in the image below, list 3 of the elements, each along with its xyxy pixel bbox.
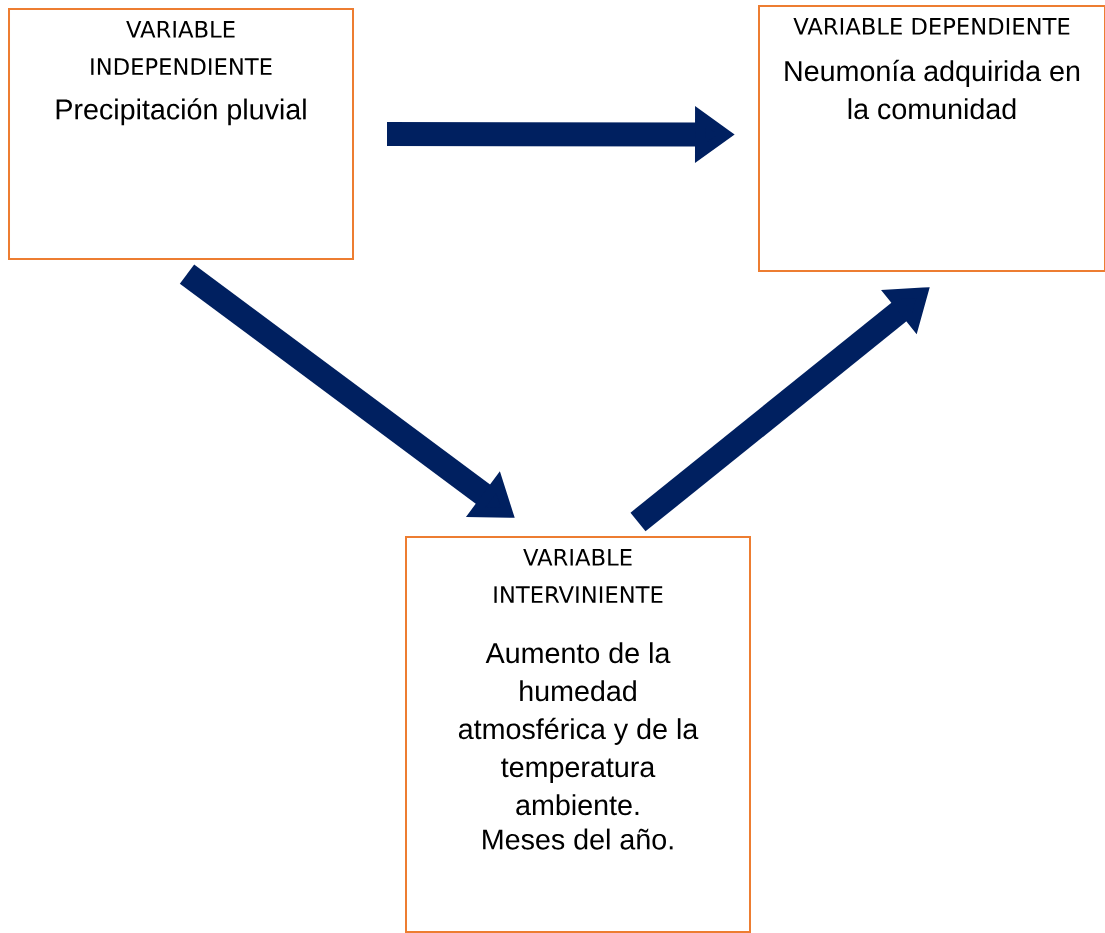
variable-box: VARIABLE INDEPENDIENTE Precipitación pluvial (8, 8, 354, 260)
variable-box: VARIABLE DEPENDIENTE Neumonía adquirida en la comunidad (758, 5, 1105, 272)
variable-box: VARIABLE INTERVINIENTE Aumento de la humedad atmosférica y de la temperatura ambiente. Meses del año. (405, 536, 751, 933)
